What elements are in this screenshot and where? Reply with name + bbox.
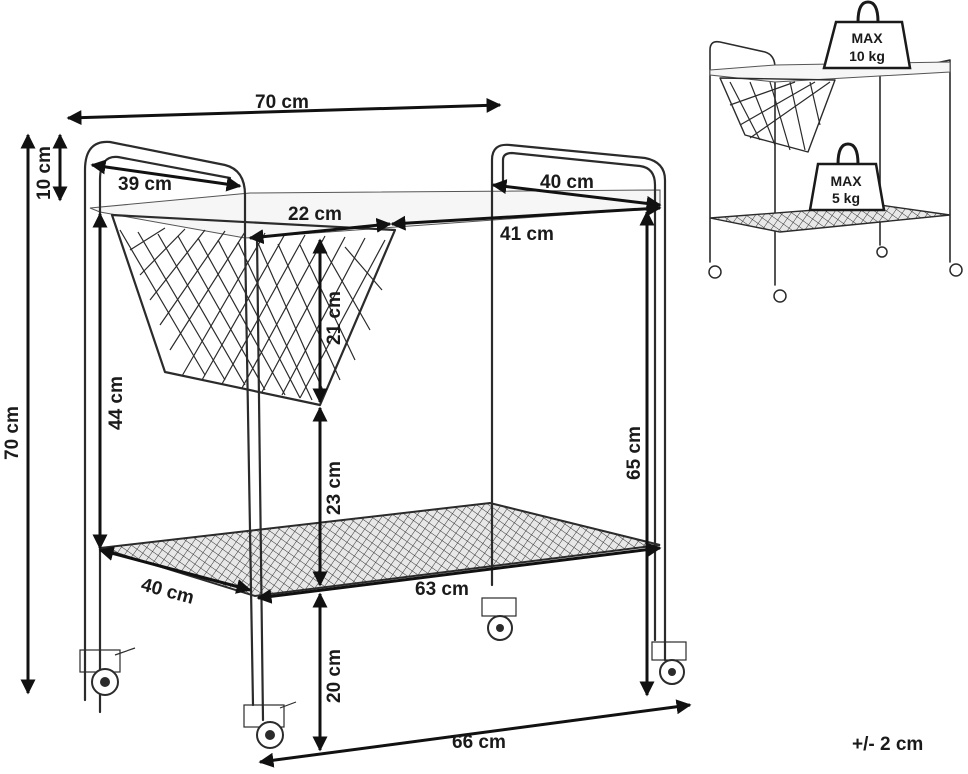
load-capacity-inset: MAX 10 kg MAX 5 kg [708,0,963,303]
overall-height-label: 70 cm [2,406,23,460]
top-load-max-label: MAX [851,30,883,46]
wheel-front-right [243,701,297,749]
wheel-back-right [651,641,687,685]
shelf-gap-label: 23 cm [324,461,345,515]
wire-basket [110,213,397,407]
basket-width-label: 22 cm [288,204,342,225]
base-width-label: 66 cm [452,732,506,753]
right-handle [490,143,667,662]
handle-width-label: 39 cm [118,174,172,195]
overall-width-label: 70 cm [255,92,309,113]
wheel-front-left [79,647,136,696]
bottom-shelf-width-label: 63 cm [415,579,469,600]
shelf-depth-top-label: 40 cm [540,172,594,193]
tolerance-label: +/- 2 cm [852,734,923,755]
bottom-shelf-depth-label: 40 cm [139,575,196,609]
weight-icon-top: MAX 10 kg [822,0,912,70]
main-trolley [79,140,687,749]
dimension-labels: 70 cm 70 cm 10 cm 39 cm 40 cm 22 cm 41 c… [2,92,645,753]
handle-height-label: 10 cm [34,146,55,200]
top-shelf-width-label: 41 cm [500,224,554,245]
dimension-lines [20,97,692,768]
basket-depth-label: 21 cm [324,291,345,345]
right-side-height-label: 65 cm [624,426,645,480]
ground-clearance-label: 20 cm [324,649,345,703]
left-handle [83,140,247,702]
left-side-height-label: 44 cm [106,376,127,430]
bottom-load-value-label: 5 kg [832,190,860,206]
weight-icon-bottom: MAX 5 kg [808,142,886,212]
top-load-value-label: 10 kg [849,48,885,64]
bottom-load-max-label: MAX [830,173,862,189]
wheel-back-left [481,597,517,641]
